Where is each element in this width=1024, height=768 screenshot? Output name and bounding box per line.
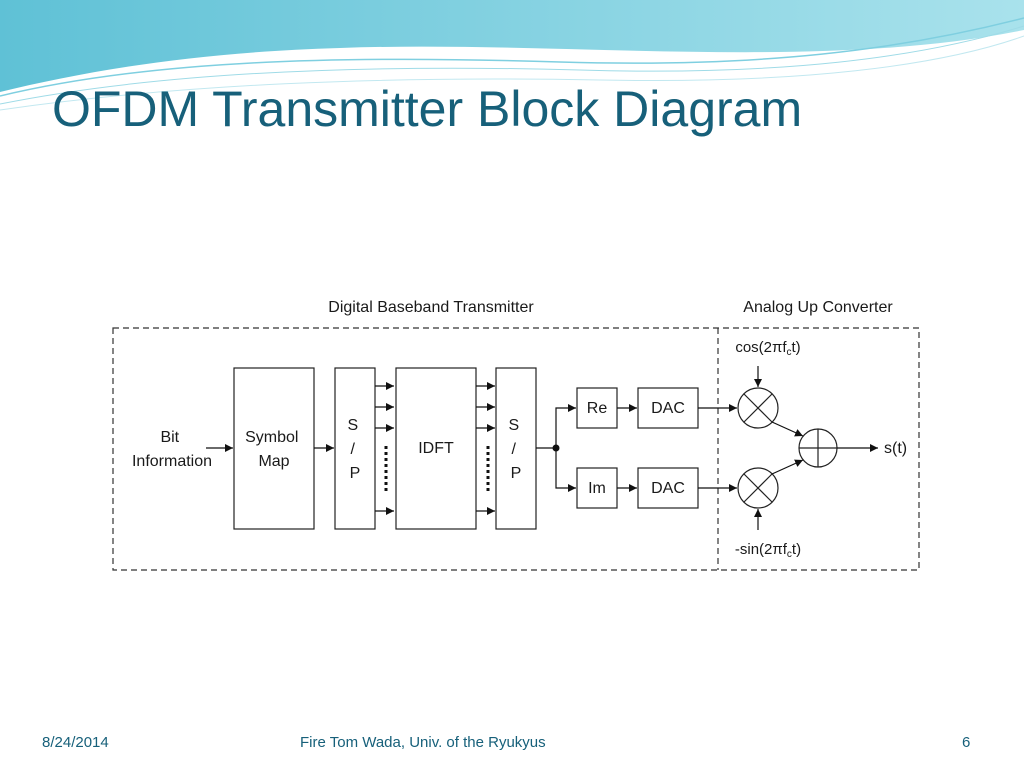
parallel-lines-1 [375, 382, 394, 515]
sin-carrier-label: -sin(2πfct) [735, 541, 801, 560]
serial-to-parallel-block-1 [334, 367, 376, 530]
output-signal-label: s(t) [884, 440, 907, 457]
dac-bottom-label: DAC [651, 480, 685, 497]
branch-to-im [555, 448, 576, 492]
serial-to-parallel-block-2 [495, 367, 537, 530]
bit-information-label: Bit Information [132, 429, 212, 470]
adder [798, 428, 838, 468]
transmitter-boundary [112, 327, 920, 571]
digital-section-label: Digital Baseband Transmitter [328, 299, 534, 316]
footer-page-number: 6 [962, 734, 971, 751]
analog-section-label: Analog Up Converter [743, 299, 893, 316]
sp1-label: S / P [347, 417, 362, 482]
mixer-top [737, 387, 779, 429]
parallel-lines-2 [476, 382, 495, 515]
header-wave-banner [0, 0, 1024, 111]
symbol-map-label: Symbol Map [245, 429, 303, 470]
re-label: Re [587, 400, 608, 417]
mixer-bottom [737, 467, 779, 509]
footer-date: 8/24/2014 [42, 734, 109, 751]
slide-title: OFDM Transmitter Block Diagram [52, 81, 803, 137]
cos-carrier-label: cos(2πfct) [735, 339, 800, 358]
branch-to-re [555, 404, 576, 448]
dac-bottom-block [637, 467, 699, 509]
mixer-bottom-to-adder [771, 459, 804, 475]
imag-part-block [576, 467, 618, 509]
im-label: Im [588, 480, 606, 497]
sp2-label: S / P [508, 417, 523, 482]
dac-top-block [637, 387, 699, 429]
symbol-map-block [233, 367, 315, 530]
mixer-top-to-adder [771, 421, 804, 437]
idft-label: IDFT [418, 440, 454, 457]
footer-credit: Fire Tom Wada, Univ. of the Ryukyus [300, 734, 546, 751]
idft-block [395, 367, 477, 530]
dac-top-label: DAC [651, 400, 685, 417]
